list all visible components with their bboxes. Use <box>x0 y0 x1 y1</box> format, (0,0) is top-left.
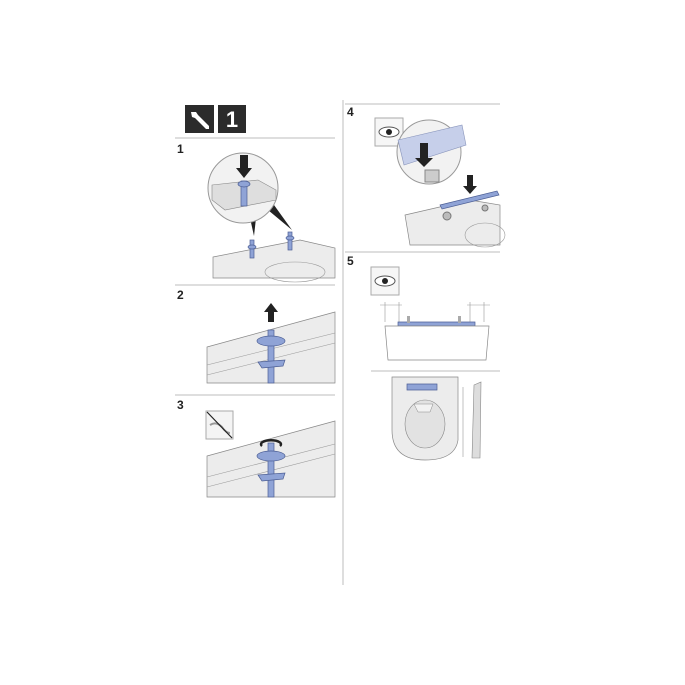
rotate-arrow-icon <box>259 439 283 447</box>
step-group-badge: 1 <box>218 105 246 133</box>
step-2-illustration <box>206 303 336 384</box>
up-arrow-icon <box>264 303 278 322</box>
eye-icon <box>370 266 400 296</box>
step-3-label: 3 <box>177 398 184 412</box>
no-tool-icon <box>205 410 234 440</box>
step-1-illustration <box>207 152 336 283</box>
step-1-label: 1 <box>177 142 184 156</box>
down-arrow-icon <box>415 143 433 167</box>
step-2-label: 2 <box>177 288 184 302</box>
step-5-illustration <box>370 266 500 461</box>
down-arrow-icon <box>236 155 252 178</box>
step-4-label: 4 <box>347 105 354 119</box>
step-4-illustration <box>374 117 506 248</box>
wrench-icon <box>185 105 214 133</box>
step-3-illustration <box>205 410 336 498</box>
step-5-label: 5 <box>347 254 354 268</box>
dimension-marks <box>380 302 490 322</box>
step-group-number: 1 <box>226 107 238 132</box>
